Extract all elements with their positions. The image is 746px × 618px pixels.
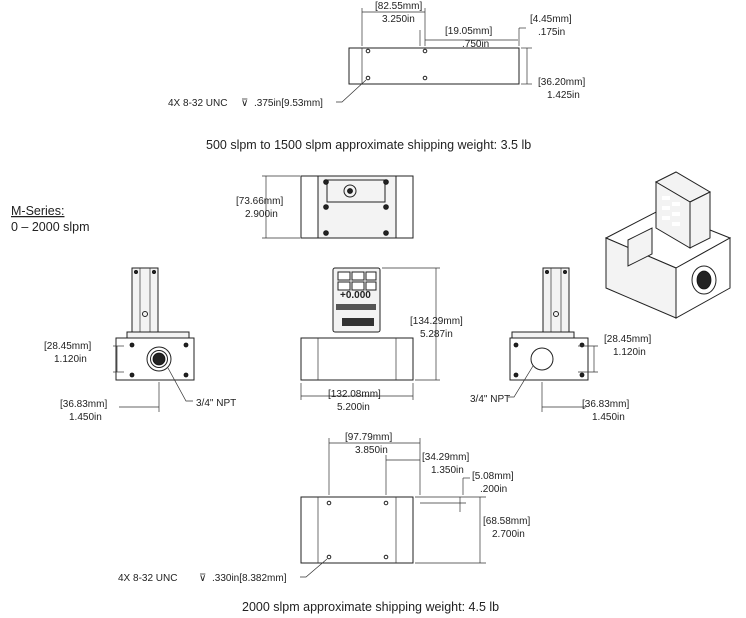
- tap-depth: .330in[8.382mm]: [212, 573, 287, 584]
- depth-symbol-icon: ⊽: [241, 98, 248, 109]
- base-outline-500: [348, 47, 520, 85]
- mount-hole: [383, 554, 389, 560]
- dim-width-mm: [97.79mm]: [345, 432, 392, 443]
- dim-depth-mm: [68.58mm]: [483, 516, 530, 527]
- dim-hole-offset-mm: [4.45mm]: [530, 14, 572, 25]
- dim-width-in: 3.850in: [355, 445, 388, 456]
- right-side-view: [28.45mm] 1.120in [36.83mm] 1.450in 3/4"…: [470, 267, 651, 423]
- dim-width-in: 3.250in: [382, 14, 415, 25]
- mount-hole: [326, 500, 332, 506]
- mount-hole: [326, 554, 332, 560]
- tap-depth: .375in[9.53mm]: [254, 98, 323, 109]
- bottom-mount-view-2000: [97.79mm] 3.850in [34.29mm] 1.350in [5.0…: [118, 432, 530, 584]
- dim-hole-offset-in: .175in: [538, 27, 565, 38]
- tap-spec: 4X 8-32 UNC: [118, 573, 177, 584]
- dim-port-height-mm: [28.45mm]: [604, 334, 651, 345]
- dim-hole-spacing-mm: [34.29mm]: [422, 452, 469, 463]
- dim-depth-in: 1.425in: [547, 90, 580, 101]
- top-view-2000: [73.66mm] 2.900in: [236, 175, 414, 239]
- electronics-housing: [131, 267, 159, 333]
- port-icon: [146, 346, 172, 372]
- front-view: +0.000 [134.29mm] 5.287in [132.08mm] 5.2…: [300, 267, 463, 413]
- isometric-device-image: [604, 171, 732, 319]
- dim-width-mm: [36.83mm]: [60, 399, 107, 410]
- dim-height-mm: [73.66mm]: [236, 196, 283, 207]
- tap-spec: 4X 8-32 UNC: [168, 98, 227, 109]
- dim-width-in: 1.450in: [592, 412, 625, 423]
- port-label: 3/4" NPT: [196, 398, 236, 409]
- display-reading: +0.000: [340, 290, 371, 301]
- dim-width-mm: [82.55mm]: [375, 1, 422, 12]
- dim-port-height-mm: [28.45mm]: [44, 341, 91, 352]
- connector-icon: [343, 184, 357, 198]
- port-label: 3/4" NPT: [470, 394, 510, 405]
- series-name: M-Series:: [11, 204, 64, 218]
- dim-port-height-in: 1.120in: [613, 347, 646, 358]
- dim-hole-offset-mm: [5.08mm]: [472, 471, 514, 482]
- left-side-view: [28.45mm] 1.120in [36.83mm] 1.450in 3/4"…: [44, 267, 236, 423]
- dim-depth-in: 2.700in: [492, 529, 525, 540]
- dim-width-mm: [36.83mm]: [582, 399, 629, 410]
- electronics-housing: [542, 267, 570, 333]
- dim-hole-offset-in: .200in: [480, 484, 507, 495]
- dim-hole-spacing-mm: [19.05mm]: [445, 26, 492, 37]
- dim-height-in: 5.287in: [420, 329, 453, 340]
- dim-width-in: 1.450in: [69, 412, 102, 423]
- dim-hole-spacing-in: 1.350in: [431, 465, 464, 476]
- mount-hole: [383, 500, 389, 506]
- dim-port-height-in: 1.120in: [54, 354, 87, 365]
- dim-height-in: 2.900in: [245, 209, 278, 220]
- flow-body: [300, 337, 414, 381]
- mount-hole: [365, 75, 371, 81]
- logo: [342, 318, 374, 326]
- mount-hole: [422, 48, 428, 54]
- dim-width-in: 5.200in: [337, 402, 370, 413]
- dim-width-mm: [132.08mm]: [328, 389, 381, 400]
- dim-height-mm: [134.29mm]: [410, 316, 463, 327]
- caption-2000: 2000 slpm approximate shipping weight: 4…: [242, 600, 499, 614]
- mount-hole: [422, 75, 428, 81]
- caption-500: 500 slpm to 1500 slpm approximate shippi…: [206, 138, 531, 152]
- top-mount-view-500: [82.55mm] 3.250in [19.05mm] .750in [4.45…: [168, 1, 585, 109]
- dim-hole-spacing-in: .750in: [462, 39, 489, 50]
- dim-depth-mm: [36.20mm]: [538, 77, 585, 88]
- depth-symbol-icon: ⊽: [199, 573, 206, 584]
- series-range: 0 – 2000 slpm: [11, 220, 90, 234]
- mount-hole: [365, 48, 371, 54]
- flow-body: [509, 337, 589, 381]
- port-icon: [530, 347, 554, 371]
